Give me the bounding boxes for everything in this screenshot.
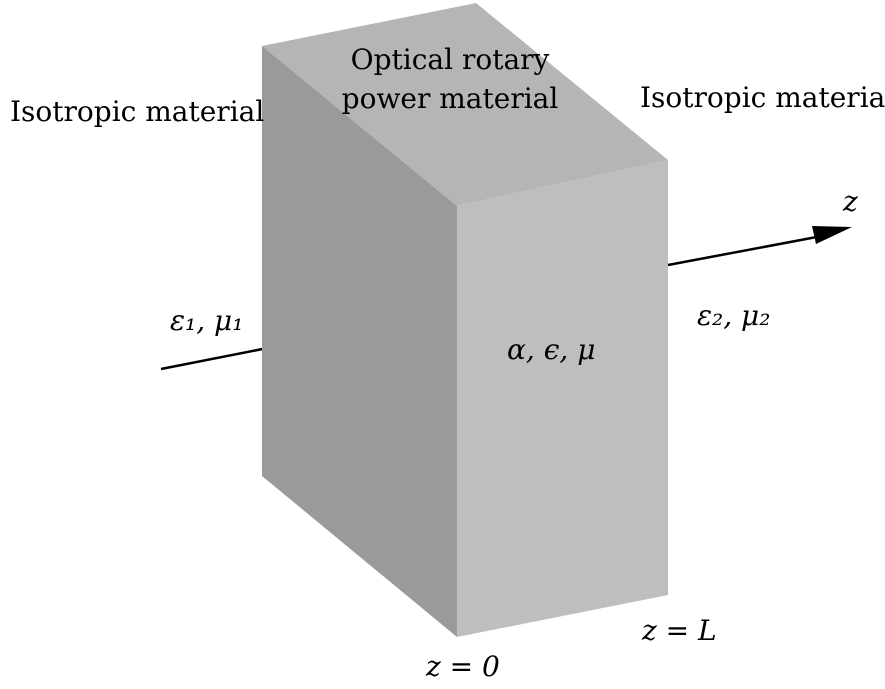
z-axis-arrowhead <box>812 226 852 244</box>
left-params-label: ε₁, μ₁ <box>170 304 244 337</box>
block-front-face <box>457 160 668 637</box>
left-region-label: Isotropic material <box>10 95 265 128</box>
right-params-label: ε₂, μ₂ <box>697 299 771 332</box>
right-region-label: Isotropic material <box>640 81 885 114</box>
block-side-face <box>262 46 457 637</box>
z-axis-label: z <box>843 185 858 218</box>
block-top-face <box>262 3 668 206</box>
z-end-label: z = L <box>642 614 717 647</box>
block-params-label: α, ϵ, μ <box>507 333 596 366</box>
center-material-label-line2: power material <box>341 82 559 115</box>
center-material-label-line1: Optical rotary <box>350 43 550 76</box>
outgoing-beam-line <box>667 234 823 267</box>
z-start-label: z = 0 <box>426 650 500 683</box>
